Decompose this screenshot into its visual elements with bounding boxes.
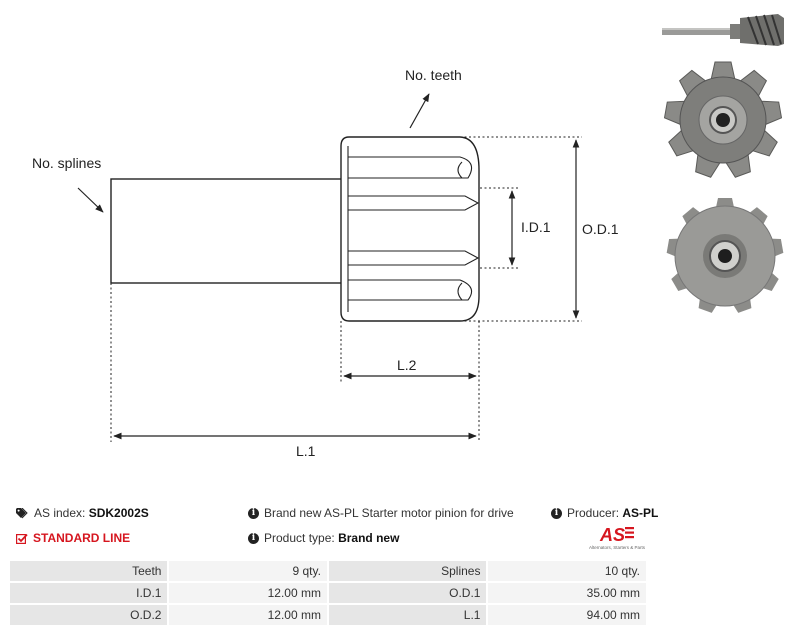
svg-text:AS: AS (599, 525, 625, 544)
product-type: i Product type: Brand new (248, 531, 399, 545)
info-icon: i (551, 507, 562, 519)
teeth-pointer (409, 93, 430, 129)
technical-drawing: No. teeth No. splines I.D.1 O.D.1 L.2 L.… (32, 67, 619, 459)
producer-label: Producer: (567, 506, 620, 520)
table-row: Teeth 9 qty. Splines 10 qty. (7, 559, 648, 583)
as-pl-logo: AS Alternators, Starters & Parts (582, 524, 652, 554)
spec-value: 12.00 mm (167, 603, 329, 627)
od1-label: O.D.1 (582, 221, 619, 237)
producer: i Producer: AS-PL (551, 506, 658, 520)
spec-value: 94.00 mm (486, 603, 648, 627)
l2-label: L.2 (397, 357, 417, 373)
as-index-value: SDK2002S (88, 506, 149, 520)
info-icon: i (248, 507, 259, 519)
spec-value: 10 qty. (486, 559, 648, 583)
product-photo-back (666, 198, 784, 313)
as-index-label: AS index: (34, 506, 86, 520)
table-row: I.D.1 12.00 mm O.D.1 35.00 mm (7, 581, 648, 605)
spec-label: I.D.1 (7, 581, 170, 605)
as-logo-mark: AS (599, 525, 634, 544)
as-index: AS index: SDK2002S (16, 506, 149, 520)
l1-label: L.1 (296, 443, 316, 459)
logo-tagline: Alternators, Starters & Parts (588, 545, 646, 550)
splines-label: No. splines (32, 155, 101, 171)
teeth-label: No. teeth (405, 67, 462, 83)
product-photo-side (662, 14, 784, 46)
shaft-outline (110, 178, 344, 284)
spec-table: Teeth 9 qty. Splines 10 qty. I.D.1 12.00… (7, 559, 648, 627)
tag-icon (16, 507, 28, 518)
standard-line-label: STANDARD LINE (33, 531, 131, 545)
product-type-value: Brand new (338, 531, 400, 545)
spec-value: 12.00 mm (167, 581, 329, 605)
spec-value: 35.00 mm (486, 581, 648, 605)
splines-pointer (77, 187, 104, 213)
info-icon: i (248, 532, 259, 544)
spec-label: L.1 (326, 603, 489, 627)
description: i Brand new AS-PL Starter motor pinion f… (248, 506, 514, 520)
description-text: Brand new AS-PL Starter motor pinion for… (264, 506, 514, 520)
spec-label: O.D.1 (326, 581, 489, 605)
table-row: O.D.2 12.00 mm L.1 94.00 mm (7, 603, 648, 627)
product-photo-front (663, 61, 783, 178)
product-type-label: Product type: (264, 531, 335, 545)
spec-label: O.D.2 (7, 603, 170, 627)
spec-label: Splines (326, 559, 489, 583)
producer-value: AS-PL (622, 506, 659, 520)
standard-line: STANDARD LINE (16, 531, 130, 545)
spec-value: 9 qty. (167, 559, 329, 583)
id1-label: I.D.1 (521, 219, 551, 235)
gear-teeth-lines (347, 146, 480, 312)
checkbox-icon (16, 533, 28, 544)
spec-label: Teeth (7, 559, 170, 583)
